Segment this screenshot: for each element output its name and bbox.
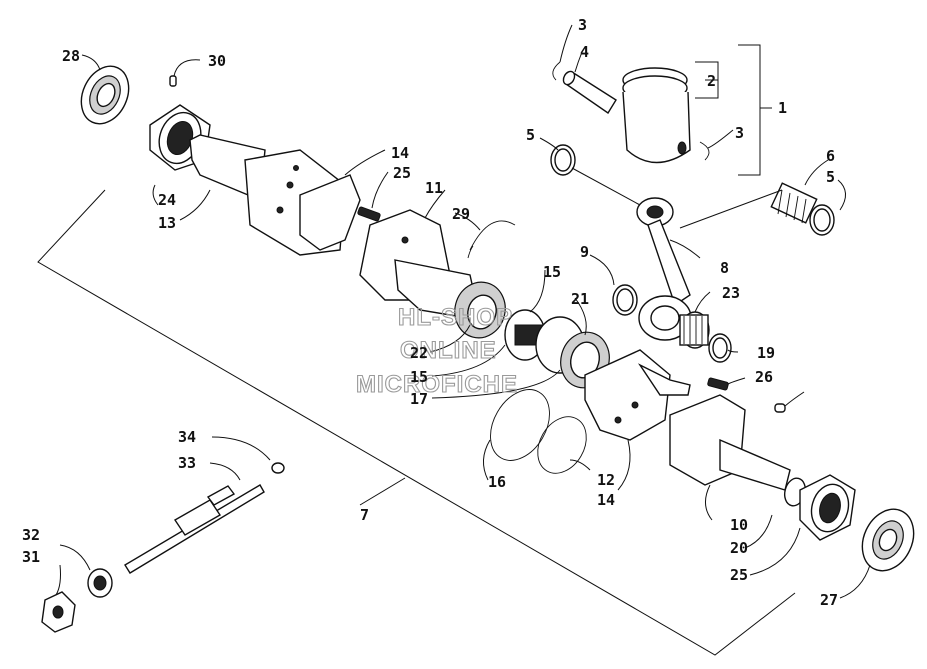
seal-27	[80, 65, 130, 125]
watermark-line-2: ONLINE	[400, 337, 497, 364]
callout-11: 11	[425, 179, 443, 197]
callout-14a: 14	[391, 144, 409, 162]
assembly-bracket-7	[37, 189, 796, 656]
callout-7: 7	[360, 506, 369, 524]
callout-14b: 14	[597, 491, 615, 509]
bearing-31	[87, 568, 113, 598]
thrust-washer-18	[708, 333, 732, 363]
callout-13: 13	[158, 214, 176, 232]
callout-10: 10	[730, 516, 748, 534]
watermark: HL-SHOP ONLINE MICROFICHE	[355, 303, 518, 398]
snap-ring-28	[467, 220, 516, 259]
callout-21: 22	[410, 344, 428, 362]
callout-2: 2	[707, 72, 716, 90]
callout-20: 21	[571, 290, 589, 308]
callout-8: 8	[720, 259, 729, 277]
callout-6: 6	[826, 147, 835, 165]
thrust-washer-5a	[550, 144, 576, 176]
gear-30	[41, 591, 76, 633]
callout-31: 32	[22, 526, 40, 544]
piston-2	[622, 67, 691, 164]
callout-22: 23	[722, 284, 740, 302]
piston-pin-4	[562, 70, 617, 114]
bearing-24	[799, 474, 856, 541]
callout-26: 27	[820, 591, 838, 609]
callout-15b: 15	[410, 368, 428, 386]
callouts: 1 2 3 3 4 5 5 6 7 8 9 10 11 12 13 14 14 …	[22, 16, 838, 609]
screw-25-lower	[707, 377, 729, 391]
crankshaft-half-10	[669, 394, 791, 491]
callout-28: 29	[452, 205, 470, 223]
drive-shaft-32	[124, 484, 265, 574]
watermark-line-1: HL-SHOP	[398, 304, 513, 331]
callout-30: 31	[22, 548, 40, 566]
watermark-line-3: MICROFICHE	[356, 371, 518, 398]
circlip-3b	[699, 141, 710, 161]
leader-lines	[55, 24, 871, 599]
thrust-washer-5b	[809, 204, 835, 236]
washer-33	[271, 462, 285, 474]
thrust-washer-9	[612, 284, 638, 316]
callout-24: 25	[730, 566, 748, 584]
needle-bearing-22	[679, 311, 710, 349]
seal-26	[861, 508, 915, 572]
pin-29	[169, 75, 177, 87]
callout-29: 30	[208, 52, 226, 70]
callout-33: 34	[178, 428, 196, 446]
callout-4: 4	[580, 43, 589, 61]
bearing-21	[454, 281, 506, 339]
o-ring-16b	[537, 416, 587, 474]
crank-web-14-upper	[299, 174, 361, 251]
callout-23: 24	[158, 191, 176, 209]
callout-25b: 26	[755, 368, 773, 386]
callout-5a: 5	[526, 126, 535, 144]
callout-19: 20	[730, 539, 748, 557]
o-ring-16a	[490, 389, 550, 461]
callout-15a: 15	[543, 263, 561, 281]
needle-bearing-6	[770, 182, 818, 224]
callout-27: 28	[62, 47, 80, 65]
callout-32: 33	[178, 454, 196, 472]
callout-18: 19	[757, 344, 775, 362]
assembly-bracket-1	[695, 44, 772, 176]
circlip-3a	[552, 61, 561, 81]
callout-3a: 3	[578, 16, 587, 34]
connecting-rod-8	[636, 197, 692, 341]
callout-9: 9	[580, 243, 589, 261]
key-34	[774, 403, 786, 413]
callout-3b: 3	[735, 124, 744, 142]
screw-25-upper	[357, 206, 381, 222]
callout-16: 16	[488, 473, 506, 491]
callout-17: 17	[410, 390, 428, 408]
crank-web-12	[584, 349, 691, 441]
callout-12: 12	[597, 471, 615, 489]
callout-25a: 25	[393, 164, 411, 182]
callout-5b: 5	[826, 168, 835, 186]
callout-1: 1	[778, 99, 787, 117]
